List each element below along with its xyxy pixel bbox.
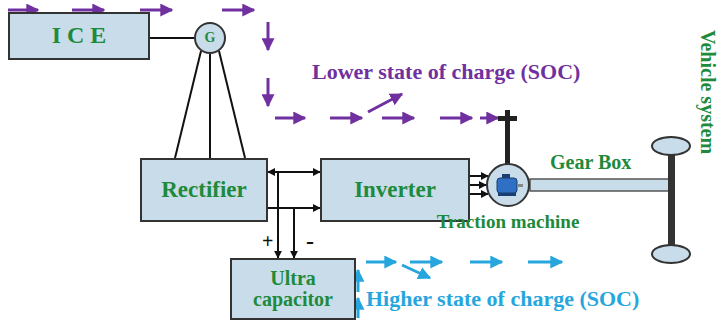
wire [175, 51, 201, 158]
node-label: Rectifier [161, 178, 247, 202]
machine-label: Traction machine [437, 212, 580, 232]
generator-wires [175, 51, 245, 158]
wire [219, 51, 245, 158]
phase-wire [470, 193, 488, 195]
connector [268, 171, 320, 173]
flow-label: Higher state of charge (SOC) [366, 287, 639, 311]
flow-arrow [410, 261, 442, 264]
flow-arrow [440, 117, 472, 120]
flow-arrow [528, 261, 562, 264]
polarity-sign: + [262, 230, 273, 252]
flow-arrow [330, 117, 362, 120]
node-label: I C E [52, 23, 107, 48]
node-label: G [205, 31, 216, 46]
flow-arrow [470, 261, 502, 264]
connector [150, 37, 194, 39]
motor-foot [498, 193, 516, 196]
traction-motor: Traction machine [486, 163, 530, 207]
flow-arrow [267, 78, 270, 106]
phase-wire [470, 175, 488, 177]
rectifier-box: Rectifier [140, 158, 268, 222]
flow-arrow [402, 265, 430, 278]
connector [294, 208, 320, 258]
terminal-post [498, 116, 517, 121]
flow-arrow [267, 22, 270, 50]
polarity-sign: - [306, 228, 314, 254]
wire [277, 172, 279, 258]
drive-shaft [530, 179, 672, 191]
motor-shaft [517, 184, 523, 187]
connector [209, 54, 211, 158]
flow-arrow [222, 9, 254, 12]
wheel [652, 137, 690, 155]
system-label: Vehicle system [697, 30, 719, 154]
motor-icon [488, 165, 528, 205]
engine-box: I C E [8, 12, 150, 60]
generator-circle: G [194, 22, 226, 54]
motor-body [497, 178, 517, 193]
motor-terminal [502, 174, 510, 178]
wheel [652, 245, 690, 263]
connector [470, 184, 486, 186]
node-label: Ultra capacitor [232, 268, 354, 310]
flow-arrow [480, 117, 498, 120]
flow-label: Lower state of charge (SOC) [312, 60, 580, 84]
flow-arrow [357, 298, 360, 318]
flow-arrow [357, 270, 360, 292]
flow-arrow [368, 94, 402, 112]
flow-arrow [366, 261, 396, 264]
flow-arrow [275, 117, 305, 120]
ultracapacitor-box: Ultra capacitor [230, 258, 356, 320]
part-label: Gear Box [550, 151, 631, 173]
flow-arrow [382, 117, 414, 120]
axle [668, 146, 675, 254]
node-label: Inverter [354, 178, 436, 202]
